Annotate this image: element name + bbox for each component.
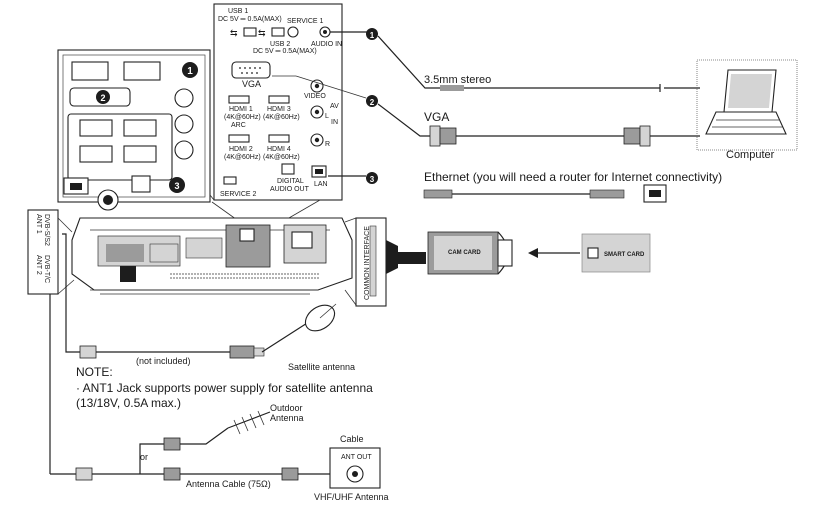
ethernet-cable bbox=[423, 184, 667, 203]
vga-port[interactable] bbox=[231, 61, 271, 79]
outdoor-antenna bbox=[227, 410, 271, 435]
common-interface: COMMON INTERFACE bbox=[344, 217, 426, 307]
insert-arrow bbox=[528, 248, 580, 258]
usb1-port[interactable]: ⇆ bbox=[230, 27, 257, 38]
ant-out-box: ANT OUT bbox=[329, 447, 381, 489]
hdmi1-arc: ARC bbox=[231, 122, 246, 129]
vga-cable bbox=[429, 125, 700, 147]
stereo-cable bbox=[440, 84, 700, 92]
usb2-port[interactable]: ⇆ bbox=[258, 27, 285, 38]
hdmi2-spec: (4K@60Hz) bbox=[224, 154, 261, 161]
callout-1-small bbox=[182, 62, 198, 78]
svg-text:2: 2 bbox=[370, 98, 375, 107]
hdmi1-port[interactable] bbox=[228, 95, 250, 104]
audio-in-label: AUDIO IN bbox=[311, 41, 342, 48]
outdoor-label-b: Antenna bbox=[270, 413, 304, 423]
ant1-std: DVB-S/S2 bbox=[43, 214, 50, 246]
usb2-label: USB 2 bbox=[270, 41, 290, 48]
vga-label: VGA bbox=[242, 79, 261, 89]
svg-text:3: 3 bbox=[370, 175, 375, 184]
antenna-cable-label: Antenna Cable (75Ω) bbox=[186, 479, 271, 489]
smart-card-label: SMART CARD bbox=[604, 252, 645, 258]
hdmi2-label: HDMI 2 bbox=[229, 146, 253, 153]
callout-1: 1 bbox=[330, 28, 378, 40]
or-label: or bbox=[140, 452, 148, 462]
vga-cable-label: VGA bbox=[424, 110, 449, 124]
tv-body bbox=[71, 217, 353, 295]
video-label: VIDEO bbox=[304, 93, 326, 100]
svg-text:2: 2 bbox=[100, 93, 105, 103]
callout-3: 3 bbox=[328, 172, 378, 184]
satellite-dish bbox=[304, 303, 337, 332]
digital-audio-label-a: DIGITAL bbox=[277, 178, 304, 185]
stereo-label: 3.5mm stereo bbox=[424, 74, 491, 86]
computer: Computer bbox=[696, 59, 798, 161]
usb2-spec: DC 5V ═ 0.5A(MAX) bbox=[253, 48, 317, 55]
l-label: L bbox=[325, 113, 329, 120]
digital-audio-label-b: AUDIO OUT bbox=[270, 186, 310, 193]
service2-port[interactable] bbox=[223, 176, 237, 185]
common-interface-label: COMMON INTERFACE bbox=[364, 226, 371, 300]
usb2-icon: ⇆ bbox=[258, 28, 266, 38]
usb1-label: USB 1 bbox=[228, 8, 248, 15]
svg-text:1: 1 bbox=[370, 31, 375, 40]
service1-label: SERVICE 1 bbox=[287, 18, 324, 25]
hdmi1-label: HDMI 1 bbox=[229, 106, 253, 113]
usb1-icon: ⇆ bbox=[230, 28, 238, 38]
usb1-spec: DC 5V ═ 0.5A(MAX) bbox=[218, 16, 282, 23]
hdmi4-port[interactable] bbox=[268, 134, 290, 143]
service2-label: SERVICE 2 bbox=[220, 191, 257, 198]
svg-text:3: 3 bbox=[174, 181, 179, 191]
terrestrial-cable bbox=[50, 427, 340, 481]
ant2-std: DVB-T/C bbox=[43, 255, 50, 283]
vhf-uhf-label: VHF/UHF Antenna bbox=[314, 492, 389, 502]
hdmi1-spec: (4K@60Hz) bbox=[224, 114, 261, 121]
hdmi4-spec: (4K@60Hz) bbox=[263, 154, 300, 161]
computer-label: Computer bbox=[726, 149, 775, 161]
note-title: NOTE: bbox=[76, 365, 113, 379]
callout-2: 2 bbox=[272, 75, 378, 107]
note-line1: · ANT1 Jack supports power supply for sa… bbox=[76, 381, 373, 395]
digital-audio-port[interactable] bbox=[281, 163, 295, 175]
ant-out-label: ANT OUT bbox=[341, 454, 372, 461]
satellite-label: Satellite antenna bbox=[288, 362, 355, 372]
outdoor-label-a: Outdoor bbox=[270, 403, 303, 413]
cam-card-label: CAM CARD bbox=[448, 250, 481, 256]
hdmi3-spec: (4K@60Hz) bbox=[263, 114, 300, 121]
hdmi3-label: HDMI 3 bbox=[267, 106, 291, 113]
antenna-inputs: ANT 1 DVB-S/S2 ANT 2 DVB-T/C bbox=[27, 209, 75, 295]
hdmi4-label: HDMI 4 bbox=[267, 146, 291, 153]
hdmi3-port[interactable] bbox=[268, 95, 290, 104]
satellite-cable bbox=[49, 233, 316, 474]
smart-card: SMART CARD bbox=[581, 233, 651, 273]
av-in-label-b: IN bbox=[331, 119, 338, 126]
r-label: R bbox=[325, 141, 330, 148]
note-line2: (13/18V, 0.5A max.) bbox=[76, 396, 181, 410]
ant2-label: ANT 2 bbox=[35, 255, 42, 275]
svg-text:1: 1 bbox=[187, 66, 193, 77]
lan-label: LAN bbox=[314, 181, 328, 188]
av-in-label-a: AV bbox=[330, 103, 339, 110]
not-included-label: (not included) bbox=[136, 356, 191, 366]
ant1-label: ANT 1 bbox=[35, 214, 42, 234]
ethernet-label: Ethernet (you will need a router for Int… bbox=[424, 170, 722, 184]
hdmi2-port[interactable] bbox=[228, 134, 250, 143]
terminal-panel: USB 1 DC 5V ═ 0.5A(MAX) SERVICE 1 ⇆ ⇆ US… bbox=[209, 3, 343, 223]
rear-panel-left: 1 2 3 bbox=[57, 49, 211, 211]
cable-label: Cable bbox=[340, 434, 364, 444]
cam-card: CAM CARD bbox=[427, 231, 513, 275]
service1-port[interactable] bbox=[287, 26, 299, 38]
